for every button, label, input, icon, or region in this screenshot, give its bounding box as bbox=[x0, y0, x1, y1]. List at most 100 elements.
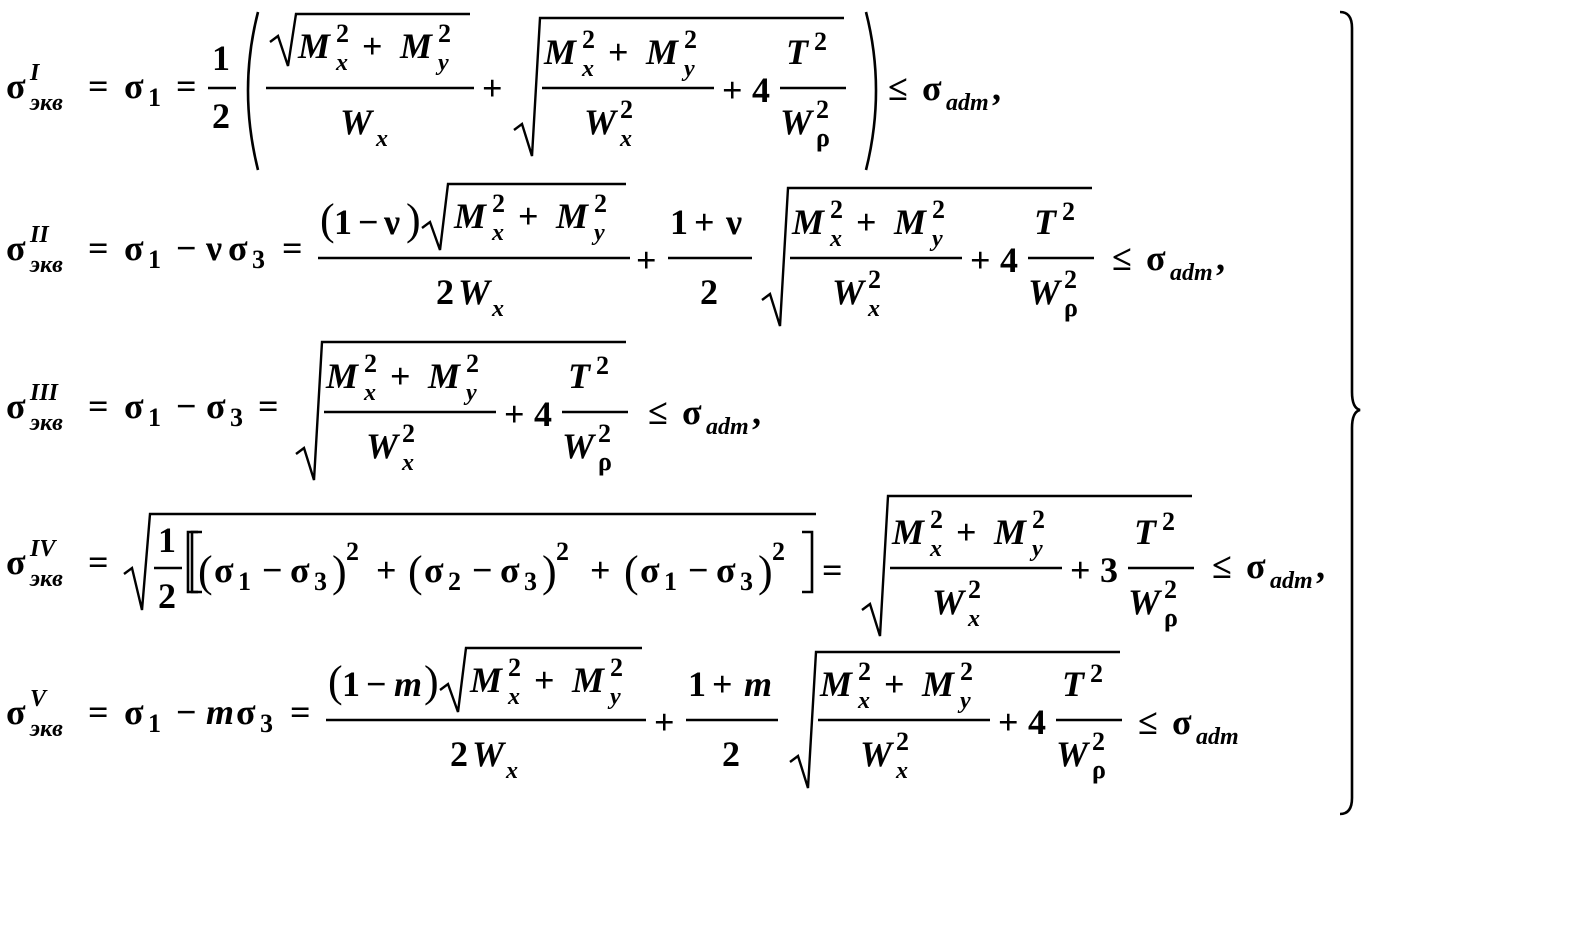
moment-M: M bbox=[921, 664, 956, 704]
sigma-symbol: σ bbox=[6, 542, 26, 582]
exponent: 2 bbox=[868, 265, 881, 294]
exponent: 2 bbox=[684, 25, 697, 54]
numerator-one: 1 bbox=[334, 202, 352, 242]
numerator: 1 bbox=[212, 38, 230, 78]
moment-M: M bbox=[555, 196, 590, 236]
subscript-y: y bbox=[957, 688, 971, 714]
exponent: 2 bbox=[858, 657, 871, 686]
subscript-x: x bbox=[619, 126, 632, 152]
minus-sign: − bbox=[472, 550, 493, 590]
nu-symbol: ν bbox=[383, 202, 400, 242]
left-paren: ( bbox=[328, 657, 343, 706]
subscript-x: x bbox=[895, 758, 908, 784]
minus-sign: − bbox=[688, 550, 709, 590]
sigma-subscript: 1 bbox=[148, 83, 161, 112]
criterion-index: III bbox=[29, 380, 60, 406]
moment-M: M bbox=[543, 32, 578, 72]
plus-sign: + bbox=[518, 196, 539, 236]
equals-sign: = bbox=[88, 542, 109, 582]
sigma-symbol: σ bbox=[290, 550, 310, 590]
subscript-y: y bbox=[929, 226, 943, 252]
numerator-one: 1 bbox=[670, 202, 688, 242]
radical-sign bbox=[295, 340, 626, 481]
comma: , bbox=[1216, 238, 1225, 278]
sigma-symbol: σ bbox=[228, 228, 248, 268]
less-or-equal-sign: ≤ bbox=[1212, 546, 1232, 586]
variable-m: m bbox=[744, 664, 772, 704]
plus-sign: + bbox=[856, 202, 877, 242]
coefficient: 4 bbox=[1028, 702, 1046, 742]
equivalent-subscript: экв bbox=[29, 716, 63, 742]
equals-sign: = bbox=[282, 228, 303, 268]
sigma-symbol: σ bbox=[1146, 238, 1166, 278]
subscript-y: y bbox=[681, 56, 695, 82]
torque-T: T bbox=[786, 32, 810, 72]
exponent: 2 bbox=[438, 19, 451, 48]
sigma-symbol: σ bbox=[124, 386, 144, 426]
plus-sign: + bbox=[694, 202, 715, 242]
exponent: 2 bbox=[346, 537, 359, 566]
exponent: 2 bbox=[466, 349, 479, 378]
subscript-x: x bbox=[363, 380, 376, 406]
right-paren: ) bbox=[542, 547, 557, 596]
exponent: 2 bbox=[930, 505, 943, 534]
plus-sign: + bbox=[482, 68, 503, 108]
exponent: 2 bbox=[814, 27, 827, 56]
subscript-x: x bbox=[375, 126, 388, 152]
exponent: 2 bbox=[594, 189, 607, 218]
sigma-subscript: 1 bbox=[148, 245, 161, 274]
sigma-symbol: σ bbox=[124, 692, 144, 732]
moment-M: M bbox=[791, 202, 826, 242]
plus-sign: + bbox=[376, 550, 397, 590]
moment-M: M bbox=[819, 664, 854, 704]
plus-sign: + bbox=[590, 550, 611, 590]
sigma-subscript: 3 bbox=[740, 567, 753, 596]
coefficient: 4 bbox=[752, 70, 770, 110]
plus-sign: + bbox=[608, 32, 629, 72]
sigma-subscript: 3 bbox=[260, 709, 273, 738]
sigma-subscript: 1 bbox=[148, 403, 161, 432]
exponent: 2 bbox=[598, 419, 611, 448]
sigma-subscript: 3 bbox=[230, 403, 243, 432]
variable-m: m bbox=[206, 692, 234, 732]
sigma-symbol: σ bbox=[1172, 702, 1192, 742]
section-modulus-W: W bbox=[472, 734, 507, 774]
equivalent-subscript: экв bbox=[29, 410, 63, 436]
exponent: 2 bbox=[1032, 505, 1045, 534]
left-paren: ( bbox=[624, 547, 639, 596]
admissible-subscript: adm bbox=[706, 414, 749, 440]
torque-T: T bbox=[1134, 512, 1158, 552]
left-paren: ( bbox=[198, 547, 213, 596]
equivalent-subscript: экв bbox=[29, 566, 63, 592]
exponent: 2 bbox=[508, 653, 521, 682]
moment-M: M bbox=[427, 356, 462, 396]
exponent: 2 bbox=[1162, 507, 1175, 536]
plus-sign: + bbox=[970, 240, 991, 280]
plus-sign: + bbox=[712, 664, 733, 704]
subscript-x: x bbox=[505, 758, 518, 784]
right-paren: ) bbox=[758, 547, 773, 596]
denominator-two: 2 bbox=[158, 576, 176, 616]
less-or-equal-sign: ≤ bbox=[1138, 702, 1158, 742]
coefficient: 4 bbox=[534, 394, 552, 434]
subscript-x: x bbox=[507, 684, 520, 710]
denominator-two: 2 bbox=[436, 272, 454, 312]
sigma-subscript: 3 bbox=[314, 567, 327, 596]
subscript-rho: ρ bbox=[1064, 293, 1078, 322]
exponent: 2 bbox=[830, 195, 843, 224]
torque-T: T bbox=[568, 356, 592, 396]
section-modulus-W: W bbox=[860, 734, 895, 774]
sigma-symbol: σ bbox=[922, 68, 942, 108]
denominator-two: 2 bbox=[450, 734, 468, 774]
torque-T: T bbox=[1062, 664, 1086, 704]
equals-sign: = bbox=[88, 228, 109, 268]
subscript-x: x bbox=[867, 296, 880, 322]
coefficient: 4 bbox=[1000, 240, 1018, 280]
exponent: 2 bbox=[620, 95, 633, 124]
comma: , bbox=[752, 392, 761, 432]
section-modulus-W: W bbox=[366, 426, 401, 466]
sigma-subscript: 3 bbox=[524, 567, 537, 596]
less-or-equal-sign: ≤ bbox=[1112, 238, 1132, 278]
exponent: 2 bbox=[364, 349, 377, 378]
